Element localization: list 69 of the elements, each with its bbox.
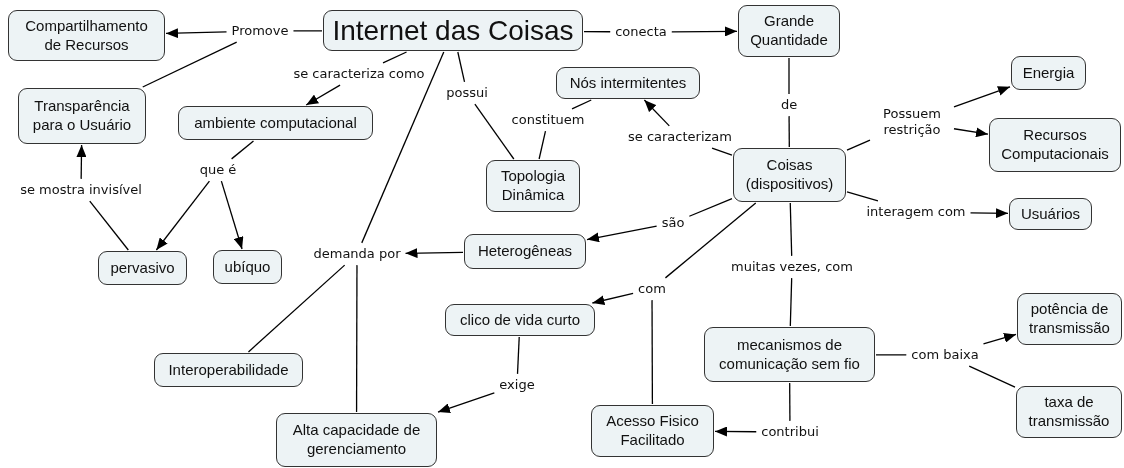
connector-line (789, 382, 791, 422)
arrow (586, 225, 658, 243)
connector-line (361, 51, 445, 244)
connector-line (457, 51, 466, 83)
concept-box: Usuários (1009, 198, 1092, 230)
concept-box: Energia (1011, 56, 1086, 90)
arrow (953, 86, 1011, 108)
arrow (591, 292, 634, 306)
linking-phrase: exige (497, 376, 537, 394)
arrow (953, 127, 989, 138)
connector-line (688, 198, 733, 217)
arrow (305, 84, 341, 106)
linking-phrase: possui (444, 84, 490, 102)
concept-box: Acesso Fisico Facilitado (591, 405, 714, 457)
connector-line (789, 277, 793, 327)
concept-box: clico de vida curto (445, 304, 595, 336)
arrow (643, 99, 670, 127)
arrow (76, 144, 87, 180)
connector-line (846, 191, 879, 202)
connector-line (474, 103, 515, 160)
connector-line (846, 139, 871, 151)
arrow (714, 426, 757, 437)
arrow (404, 248, 464, 259)
concept-box: Transparência para o Usuário (18, 88, 146, 144)
concept-box: Coisas (dispositivos) (733, 148, 846, 202)
concept-box: taxa de transmissão (1016, 386, 1122, 438)
linking-phrase: interagem com (864, 203, 968, 221)
concept-box: Grande Quantidade (738, 5, 840, 57)
connector-line (142, 41, 238, 88)
connector-line (875, 354, 907, 356)
concept-box: Internet das Coisas (323, 10, 583, 51)
connector-line (664, 202, 757, 279)
concept-box: Heterogêneas (464, 234, 586, 269)
arrow (165, 28, 228, 39)
connector-line (571, 99, 592, 110)
concept-box: pervasivo (98, 251, 187, 285)
connector-line (968, 365, 1016, 388)
concept-box: Alta capacidade de gerenciamento (276, 413, 437, 467)
connector-line (382, 51, 408, 64)
arrow (671, 26, 738, 37)
arrow (969, 208, 1009, 219)
concept-box: Nós intermitentes (556, 67, 700, 99)
concept-box: ambiente computacional (178, 106, 373, 140)
concept-box: Compartilhamento de Recursos (8, 10, 165, 61)
connector-line (89, 200, 129, 251)
connector-line (789, 202, 793, 257)
connector-line (247, 264, 346, 353)
concept-box: Interoperabilidade (154, 353, 303, 387)
connector-line (538, 130, 547, 160)
arrow (220, 180, 244, 250)
connector-line (788, 115, 790, 148)
arrow (155, 180, 211, 251)
connector-line (788, 57, 790, 95)
concept-box: ubíquo (213, 250, 282, 284)
linking-phrase: que é (197, 161, 239, 179)
connector-line (230, 140, 255, 160)
connector-line (516, 336, 520, 375)
linking-phrase: demanda por (311, 245, 403, 263)
concept-box: mecanismos de comunicação sem fio (704, 327, 875, 382)
concept-box: potência de transmissão (1017, 293, 1122, 345)
concept-box: Topologia Dinâmica (486, 160, 580, 212)
connector-line (292, 30, 323, 32)
connector-line (711, 147, 733, 156)
connector-line (355, 264, 358, 413)
arrow (982, 333, 1017, 345)
arrow (437, 392, 495, 413)
concept-box: Recursos Computacionais (989, 118, 1121, 172)
connector-line (651, 299, 654, 405)
connector-line (583, 30, 611, 33)
